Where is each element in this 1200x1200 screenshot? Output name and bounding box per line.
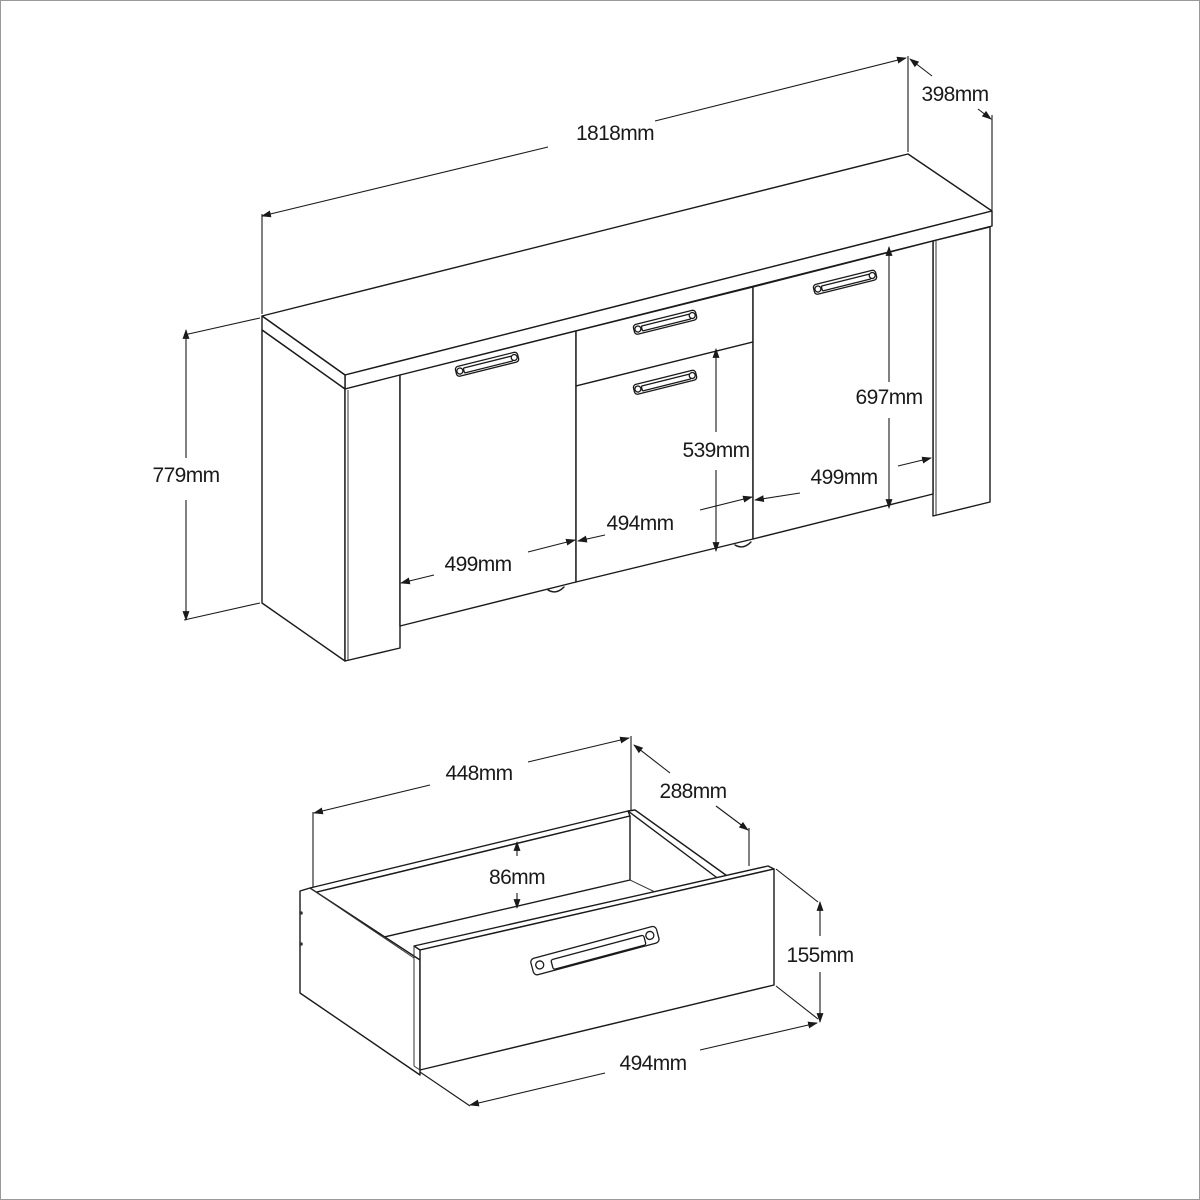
label-drawer-front-height: 155mm xyxy=(786,944,853,967)
sideboard-drawing xyxy=(261,153,993,662)
label-middle-door-width: 494mm xyxy=(606,512,673,535)
label-middle-door-height: 539mm xyxy=(682,439,749,462)
label-drawer-inner-width: 448mm xyxy=(445,762,512,785)
left-side-panel xyxy=(261,329,346,662)
label-left-door-width: 499mm xyxy=(444,553,511,576)
label-drawer-front-width: 494mm xyxy=(619,1052,686,1075)
drawer-front-panel xyxy=(419,868,775,1071)
label-drawer-inner-depth: 288mm xyxy=(659,780,726,803)
label-overall-height: 779mm xyxy=(152,464,219,487)
foot-left xyxy=(547,586,565,593)
right-door xyxy=(752,240,934,540)
label-overall-depth: 398mm xyxy=(921,83,988,106)
drawer-dimensions xyxy=(312,736,824,1107)
label-overall-width: 1818mm xyxy=(576,122,654,145)
handle-left-door xyxy=(454,351,520,377)
left-front-pillar xyxy=(344,374,401,662)
label-right-door-height: 697mm xyxy=(855,386,922,409)
foot-right xyxy=(734,541,752,548)
handle-middle-door xyxy=(632,369,698,395)
sideboard-dimensions xyxy=(182,56,993,621)
drawer-drawing xyxy=(299,809,775,1076)
handle-middle-drawer xyxy=(632,309,698,335)
label-drawer-inner-height: 86mm xyxy=(489,866,545,889)
left-door xyxy=(399,330,577,627)
label-right-door-width: 499mm xyxy=(810,466,877,489)
handle-right-door xyxy=(812,269,878,295)
right-front-pillar xyxy=(932,226,991,517)
drawer-right-side xyxy=(627,809,731,881)
drawer-handle xyxy=(530,925,660,976)
